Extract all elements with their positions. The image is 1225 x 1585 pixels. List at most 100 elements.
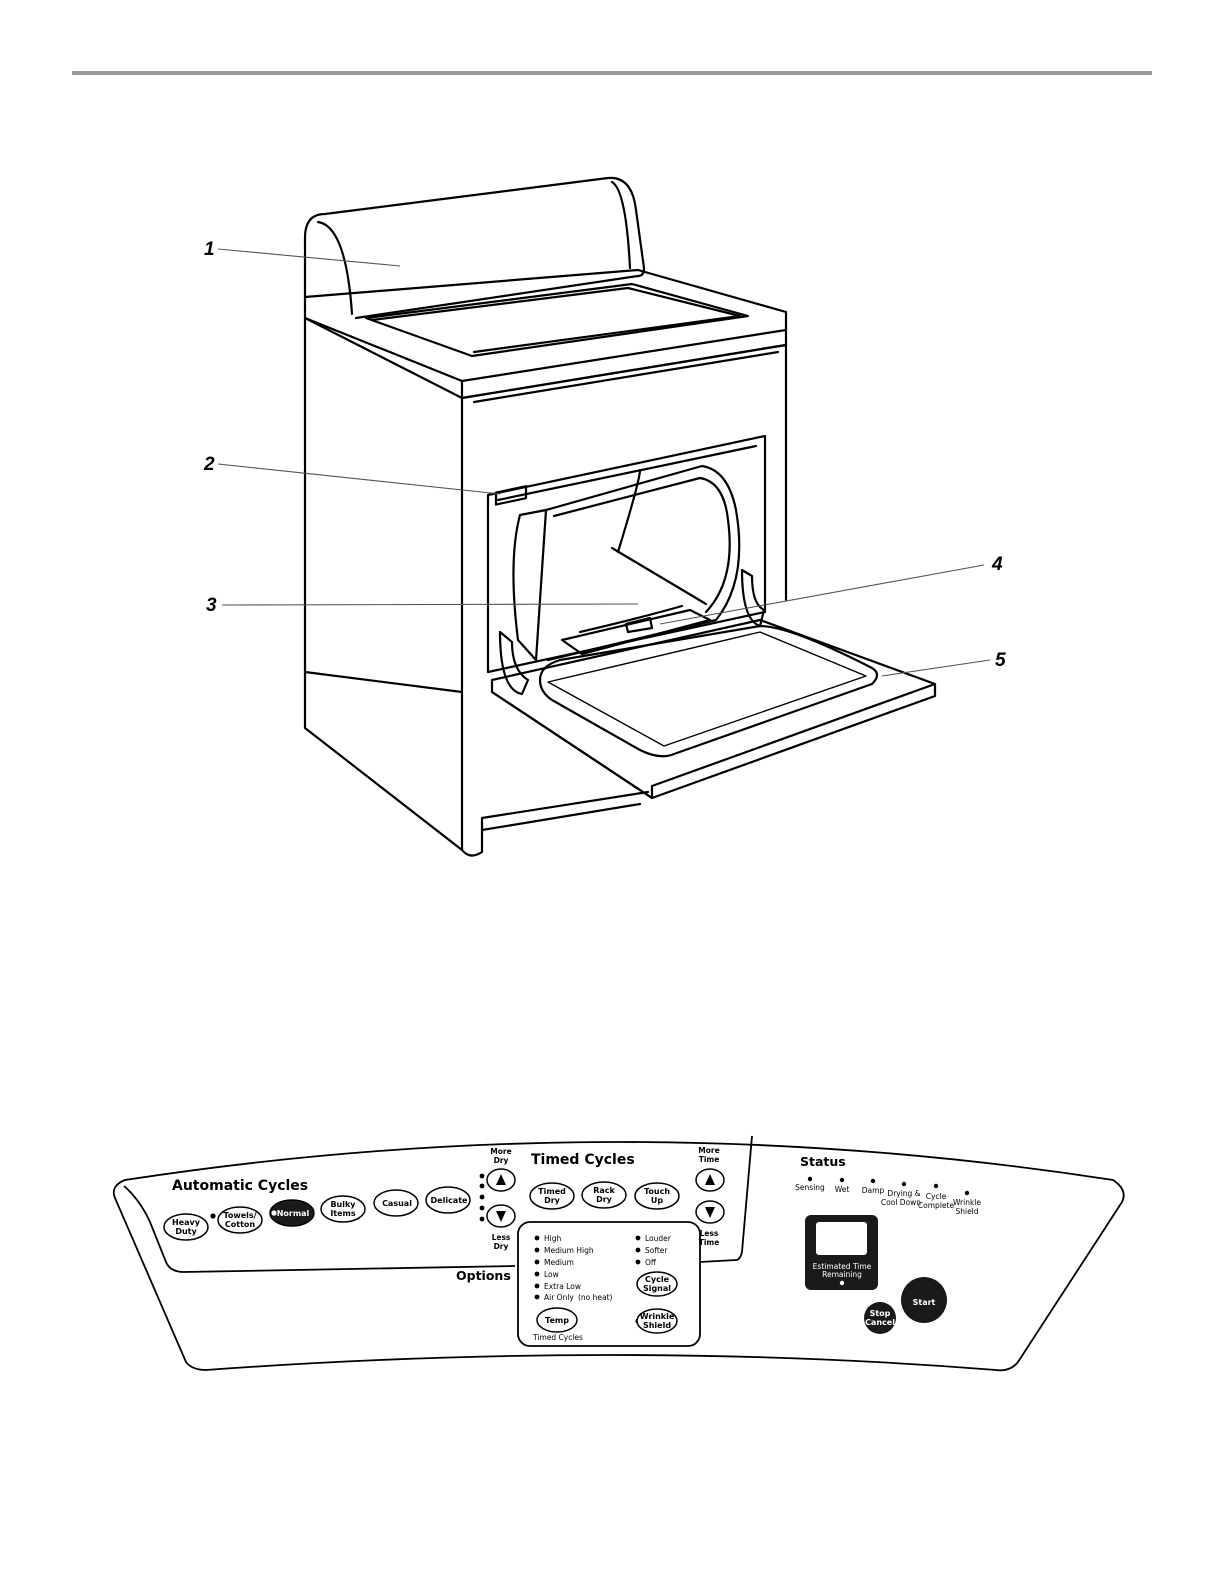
dryer-top [303,268,788,383]
svg-text:Cancel: Cancel [865,1318,895,1327]
svg-text:Time: Time [699,1238,720,1247]
drying-rack [560,608,712,656]
panel-outline [112,1141,1125,1372]
svg-text:Time: Time [699,1155,720,1164]
svg-text:Delicate: Delicate [431,1196,469,1205]
svg-text:Louder: Louder [645,1234,672,1243]
button-delicate[interactable]: Delicate [425,1186,471,1214]
svg-text:Softer: Softer [645,1246,668,1255]
arrow-down-icon [705,1207,715,1218]
svg-text:High: High [544,1234,561,1243]
svg-text:Temp: Temp [545,1316,569,1325]
door-opening [486,434,767,674]
svg-text:Towels/: Towels/ [223,1211,256,1220]
button-timed-dry[interactable]: Timed Dry [529,1182,575,1210]
status-title: Status [800,1154,846,1169]
svg-text:Drying &: Drying & [887,1189,920,1198]
arrow-up-icon [496,1174,506,1185]
status-indicators: Sensing Wet Damp Drying & Cool Down Cycl… [795,1176,981,1216]
svg-text:Cool Down: Cool Down [881,1198,921,1207]
svg-text:Cotton: Cotton [225,1220,256,1229]
more-dry-label: More [490,1147,511,1156]
button-wrinkle-shield[interactable]: Wrinkle Shield [635,1308,678,1334]
callout-2: 2 [203,454,215,475]
button-heavy-duty[interactable]: Heavy Duty [163,1213,209,1241]
dryer-front [460,343,788,602]
svg-text:Complete: Complete [918,1201,955,1210]
button-touch-up[interactable]: Touch Up [634,1182,680,1210]
dryness-level-indicators [479,1173,485,1222]
time-display: Estimated Time Remaining [805,1215,878,1290]
svg-text:Duty: Duty [175,1227,197,1236]
temp-level-list: High Medium High Medium Low Extra Low Ai… [534,1234,613,1302]
svg-text:Shield: Shield [955,1207,978,1216]
control-panel: Automatic Cycles Heavy Duty Towels/ Cott… [112,1135,1125,1372]
svg-text:Remaining: Remaining [822,1270,862,1279]
svg-text:Wrinkle: Wrinkle [953,1198,981,1207]
svg-text:Up: Up [651,1196,663,1205]
svg-text:Off: Off [645,1258,657,1267]
svg-text:Cycle: Cycle [645,1275,670,1284]
arrow-down-icon [496,1211,506,1222]
more-time-button[interactable] [695,1168,725,1192]
svg-text:(no heat): (no heat) [578,1293,613,1302]
svg-text:Signal: Signal [643,1284,671,1293]
svg-text:Damp: Damp [862,1186,885,1195]
svg-text:Extra Low: Extra Low [544,1282,581,1291]
more-time-label: More [698,1146,719,1155]
svg-text:Estimated Time: Estimated Time [813,1262,872,1271]
svg-text:Touch: Touch [644,1187,670,1196]
dryer-illustration: 1 2 3 4 5 [203,176,1006,857]
svg-text:Air Only: Air Only [544,1293,574,1302]
top-rule [72,71,1152,75]
svg-text:Dry: Dry [494,1156,509,1165]
button-temp[interactable]: Temp [536,1307,578,1333]
button-bulky-items[interactable]: Bulky Items [320,1195,366,1223]
svg-text:Bulky: Bulky [330,1200,356,1209]
lint-screen-label [494,485,528,506]
more-dry-button[interactable] [486,1168,516,1192]
stop-cancel-button[interactable]: Stop Cancel [864,1302,896,1334]
signal-level-list: Louder Softer Off [635,1234,672,1267]
svg-text:Start: Start [913,1298,936,1307]
svg-text:Timed: Timed [538,1187,566,1196]
options-box [517,1221,701,1347]
svg-text:Heavy: Heavy [172,1218,201,1227]
button-casual[interactable]: Casual [373,1189,419,1217]
svg-text:Wrinkle: Wrinkle [640,1312,675,1321]
svg-text:Wet: Wet [835,1185,850,1194]
button-rack-dry[interactable]: Rack Dry [581,1181,627,1209]
svg-text:Rack: Rack [593,1186,615,1195]
button-towels-cotton[interactable]: Towels/ Cotton [210,1206,263,1234]
button-normal[interactable]: Normal [269,1199,315,1227]
svg-text:Sensing: Sensing [795,1183,825,1192]
timed-cycles-title: Timed Cycles [531,1152,635,1168]
svg-text:Items: Items [330,1209,356,1218]
svg-text:Medium High: Medium High [544,1246,594,1255]
svg-text:Cycle: Cycle [926,1192,947,1201]
callout-5: 5 [995,650,1006,671]
less-time-label: Less [700,1229,719,1238]
svg-text:Stop: Stop [870,1309,891,1318]
svg-text:Normal: Normal [277,1209,310,1218]
start-button[interactable]: Start [901,1277,947,1323]
arrow-up-icon [705,1174,715,1185]
callout-4: 4 [991,554,1003,575]
svg-text:Medium: Medium [544,1258,574,1267]
drum [512,508,548,662]
less-dry-button[interactable] [486,1204,516,1228]
less-time-button[interactable] [695,1200,725,1224]
automatic-cycles-title: Automatic Cycles [172,1178,308,1194]
callout-3: 3 [206,595,217,616]
less-dry-label: Less [492,1233,511,1242]
temp-caption: Timed Cycles [532,1333,583,1342]
svg-text:Dry: Dry [544,1196,561,1205]
dryer-side [303,316,464,852]
svg-text:Shield: Shield [643,1321,671,1330]
button-cycle-signal[interactable]: Cycle Signal [636,1271,678,1297]
callout-1: 1 [204,239,215,260]
svg-text:Dry: Dry [596,1195,613,1204]
svg-text:Casual: Casual [382,1199,412,1208]
control-console [303,176,646,320]
svg-text:Low: Low [544,1270,559,1279]
